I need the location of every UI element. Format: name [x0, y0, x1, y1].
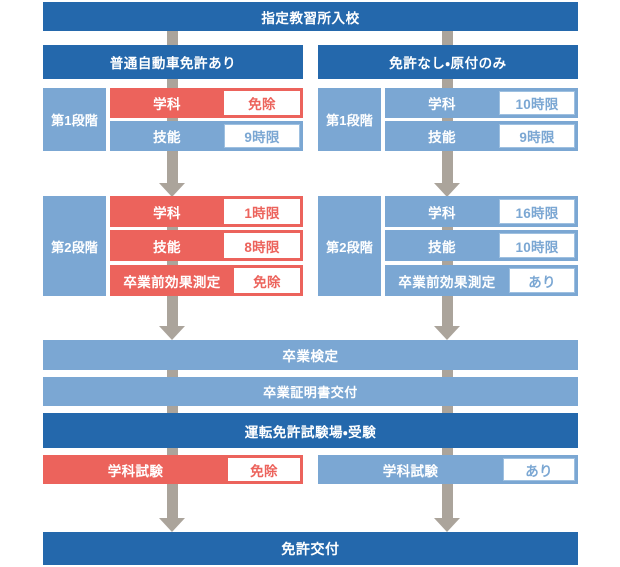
- row-left-exam: 学科試験 免除: [43, 455, 303, 484]
- row-right-stage2-sotsugyomae: 卒業前効果測定 あり: [385, 265, 578, 296]
- stage-label-right-stage2: 第2段階: [318, 196, 381, 296]
- stage-label-left-stage2-text: 第2段階: [51, 239, 98, 255]
- license-issued-label: 免許交付: [281, 540, 340, 557]
- connector-right-center-to-exam: [442, 448, 453, 457]
- row-right-exam-value: あり: [503, 458, 575, 481]
- connector-right-stage1-rows: [442, 115, 453, 125]
- row-right-stage2-sotsugyomae-value: あり: [509, 268, 575, 293]
- row-right-stage2-gakka-label: 学科: [428, 205, 456, 221]
- connector-right-header-to-stage1: [442, 78, 453, 92]
- row-right-stage1-ginou-label: 技能: [428, 130, 456, 145]
- graduation-exam-bar: 卒業検定: [43, 340, 578, 370]
- connector-right-stage2-to-graduation-shaft: [442, 296, 453, 328]
- connector-left-grad-to-cert: [167, 370, 178, 379]
- connector-right-stage1-to-stage2-shaft: [442, 150, 453, 185]
- column-header-right: 免許なし・原付のみ: [318, 45, 578, 79]
- row-left-stage2-ginou: 技能 8時限: [110, 230, 303, 261]
- graduation-exam-label: 卒業検定: [282, 349, 339, 364]
- row-left-stage1-ginou: 技能 9時限: [110, 121, 303, 151]
- row-right-stage2-ginou-value: 10時限: [499, 233, 575, 258]
- license-center-bar: 運転免許試験場・受験: [43, 413, 578, 448]
- connector-entry-to-right-header: [442, 30, 453, 46]
- connector-left-cert-to-center: [167, 406, 178, 415]
- connector-left-center-to-exam: [167, 448, 178, 457]
- row-left-stage2-ginou-label: 技能: [153, 239, 181, 255]
- row-left-stage1-ginou-label: 技能: [153, 130, 181, 145]
- row-left-stage1-ginou-value: 9時限: [224, 124, 300, 148]
- connector-right-cert-to-center: [442, 406, 453, 415]
- connector-right-stage2-rows-1: [442, 224, 453, 232]
- row-right-exam-label: 学科試験: [382, 463, 439, 479]
- connector-left-header-to-stage1: [167, 78, 178, 92]
- license-issued-bar: 免許交付: [43, 532, 578, 565]
- connector-left-stage2-rows-1: [167, 224, 178, 232]
- connector-entry-to-left-header: [167, 30, 178, 46]
- row-right-stage2-ginou-label: 技能: [428, 239, 456, 255]
- row-right-stage1-gakka-label: 学科: [428, 97, 456, 112]
- column-header-left: 普通自動車免許あり: [43, 45, 303, 79]
- entry-bar-label: 指定教習所入校: [261, 10, 360, 26]
- row-left-stage2-sotsugyomae-label: 卒業前効果測定: [123, 274, 221, 290]
- row-right-exam: 学科試験 あり: [318, 455, 578, 484]
- graduation-certificate-label: 卒業証明書交付: [263, 385, 358, 400]
- connector-right-stage2-rows-2: [442, 260, 453, 268]
- row-right-stage2-ginou: 技能 10時限: [385, 230, 578, 261]
- row-left-stage2-gakka-value: 1時限: [224, 199, 300, 224]
- row-left-stage1-gakka: 学科 免除: [110, 88, 303, 118]
- row-left-stage2-sotsugyomae: 卒業前効果測定 免除: [110, 265, 303, 296]
- connector-left-exam-to-license-shaft: [167, 482, 178, 520]
- row-left-stage2-gakka-label: 学科: [153, 205, 181, 221]
- connector-right-grad-to-cert: [442, 370, 453, 379]
- stage-label-left-stage1-text: 第1段階: [51, 113, 98, 128]
- stage-label-left-stage1: 第1段階: [43, 88, 106, 151]
- connector-right-exam-to-license-head: [434, 518, 460, 532]
- row-left-stage2-ginou-value: 8時限: [224, 233, 300, 258]
- connector-left-stage2-to-graduation-shaft: [167, 296, 178, 328]
- stage-label-right-stage1-text: 第1段階: [326, 113, 373, 128]
- row-right-stage1-ginou-value: 9時限: [499, 124, 575, 148]
- row-right-stage2-gakka: 学科 16時限: [385, 196, 578, 227]
- connector-left-stage2-to-graduation-head: [159, 326, 185, 340]
- connector-left-stage1-rows: [167, 115, 178, 125]
- connector-right-exam-to-license-shaft: [442, 482, 453, 520]
- row-right-stage2-gakka-value: 16時限: [499, 199, 575, 224]
- row-left-exam-label: 学科試験: [107, 463, 164, 479]
- stage-label-right-stage2-text: 第2段階: [326, 239, 373, 255]
- row-left-exam-value: 免除: [228, 458, 300, 481]
- row-left-stage2-sotsugyomae-value: 免除: [234, 268, 300, 293]
- row-left-stage1-gakka-label: 学科: [153, 97, 181, 112]
- graduation-certificate-bar: 卒業証明書交付: [43, 377, 578, 406]
- connector-left-stage2-rows-2: [167, 260, 178, 268]
- connector-right-stage1-to-stage2-head: [434, 183, 460, 197]
- row-right-stage1-gakka: 学科 10時限: [385, 88, 578, 118]
- stage-label-left-stage2: 第2段階: [43, 196, 106, 296]
- column-header-left-label: 普通自動車免許あり: [109, 56, 237, 71]
- connector-left-exam-to-license-head: [159, 518, 185, 532]
- row-left-stage1-gakka-value: 免除: [224, 91, 300, 115]
- entry-bar: 指定教習所入校: [43, 2, 578, 31]
- row-right-stage2-sotsugyomae-label: 卒業前効果測定: [398, 274, 496, 290]
- license-center-label: 運転免許試験場・受験: [244, 424, 377, 440]
- connector-left-stage1-to-stage2-head: [159, 183, 185, 197]
- row-right-stage1-gakka-value: 10時限: [499, 91, 575, 115]
- column-header-right-label: 免許なし・原付のみ: [389, 56, 507, 71]
- connector-right-stage2-to-graduation-head: [434, 326, 460, 340]
- stage-label-right-stage1: 第1段階: [318, 88, 381, 151]
- row-right-stage1-ginou: 技能 9時限: [385, 121, 578, 151]
- row-left-stage2-gakka: 学科 1時限: [110, 196, 303, 227]
- connector-left-stage1-to-stage2-shaft: [167, 150, 178, 185]
